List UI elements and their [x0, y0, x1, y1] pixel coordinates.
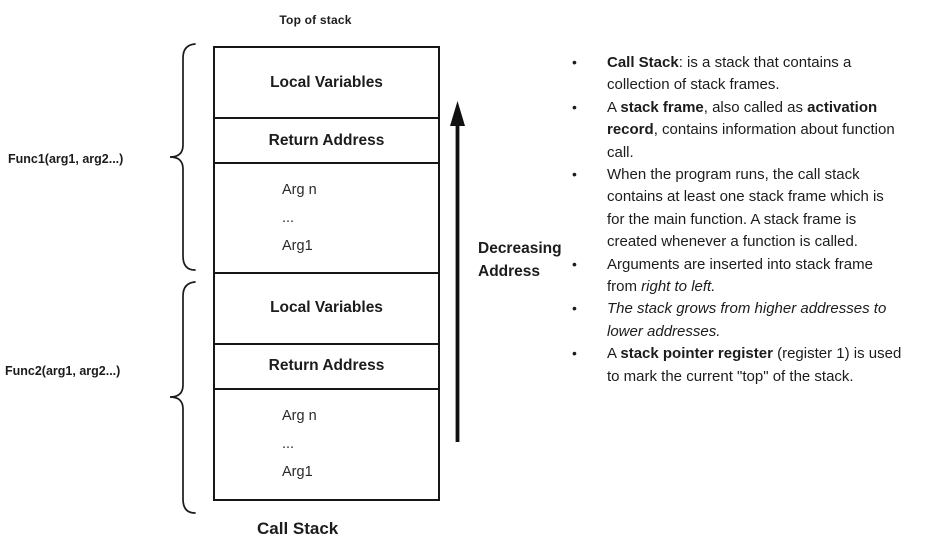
bullet-text: Call Stack: is a stack that contains a c… — [607, 54, 852, 94]
bullet-text: Arguments are inserted into stack frame … — [607, 255, 873, 296]
bullet-text: The stack grows from higher addresses to… — [607, 300, 887, 340]
arg-line: ... — [282, 436, 295, 453]
stack-row-args: Arg n... Arg1 — [215, 390, 438, 500]
decreasing-address-line2: Address — [478, 263, 541, 280]
arg-line: ... — [282, 209, 295, 226]
bullet-marker-icon: • — [572, 255, 577, 272]
decreasing-address-arrow-icon — [450, 101, 465, 442]
note-bullet-6: • A stack pointer register (register 1) i… — [570, 343, 904, 388]
stack-row-return-address: Return Address — [215, 345, 438, 390]
notes-list: • Call Stack: is a stack that contains a … — [570, 52, 904, 388]
stack-row-local-variables: Local Variables — [215, 274, 438, 345]
note-bullet-3: • When the program runs, the call stack c… — [570, 164, 904, 254]
note-bullet-4: • Arguments are inserted into stack frame… — [570, 254, 904, 299]
bullet-text: A stack frame, also called as activation… — [607, 98, 895, 161]
decreasing-address-label: Decreasing Address — [478, 237, 562, 283]
bullet-marker-icon: • — [572, 345, 577, 362]
call-stack-caption: Call Stack — [257, 519, 339, 538]
bullet-marker-icon: • — [572, 300, 577, 317]
arg-line: Arg1 — [282, 464, 313, 481]
bullet-text: A stack pointer register (register 1) is… — [607, 345, 902, 385]
bullet-marker-icon: • — [572, 54, 577, 70]
arg-line: Arg n — [282, 408, 317, 425]
note-bullet-2: • A stack frame, also called as activatio… — [570, 97, 904, 164]
bullet-marker-icon: • — [572, 166, 577, 183]
note-bullet-1: • Call Stack: is a stack that contains a … — [570, 52, 904, 97]
stack-row-return-address: Return Address — [215, 119, 438, 164]
top-of-stack-label: Top of stack — [279, 13, 352, 27]
stack-row-label: Return Address — [268, 131, 385, 149]
note-bullet-5: • The stack grows from higher addresses t… — [570, 298, 904, 343]
func1-label: Func1(arg1, arg2...) — [8, 152, 124, 166]
func2-label: Func2(arg1, arg2...) — [5, 364, 121, 378]
func2-brace — [169, 281, 196, 514]
arg-line: Arg n — [282, 181, 317, 198]
stack-row-label: Local Variables — [270, 73, 383, 91]
func1-brace — [169, 43, 196, 271]
decreasing-address-line1: Decreasing — [478, 240, 562, 257]
stack-row-local-variables: Local Variables — [215, 48, 438, 119]
stack-row-label: Local Variables — [270, 299, 383, 316]
stack-row-label: Return Address — [268, 357, 385, 374]
arg-line: Arg1 — [282, 237, 313, 254]
stack-row-args: Arg n... Arg1 — [215, 164, 438, 274]
bullet-text: When the program runs, the call stack co… — [607, 166, 884, 251]
bullet-marker-icon: • — [572, 98, 577, 115]
